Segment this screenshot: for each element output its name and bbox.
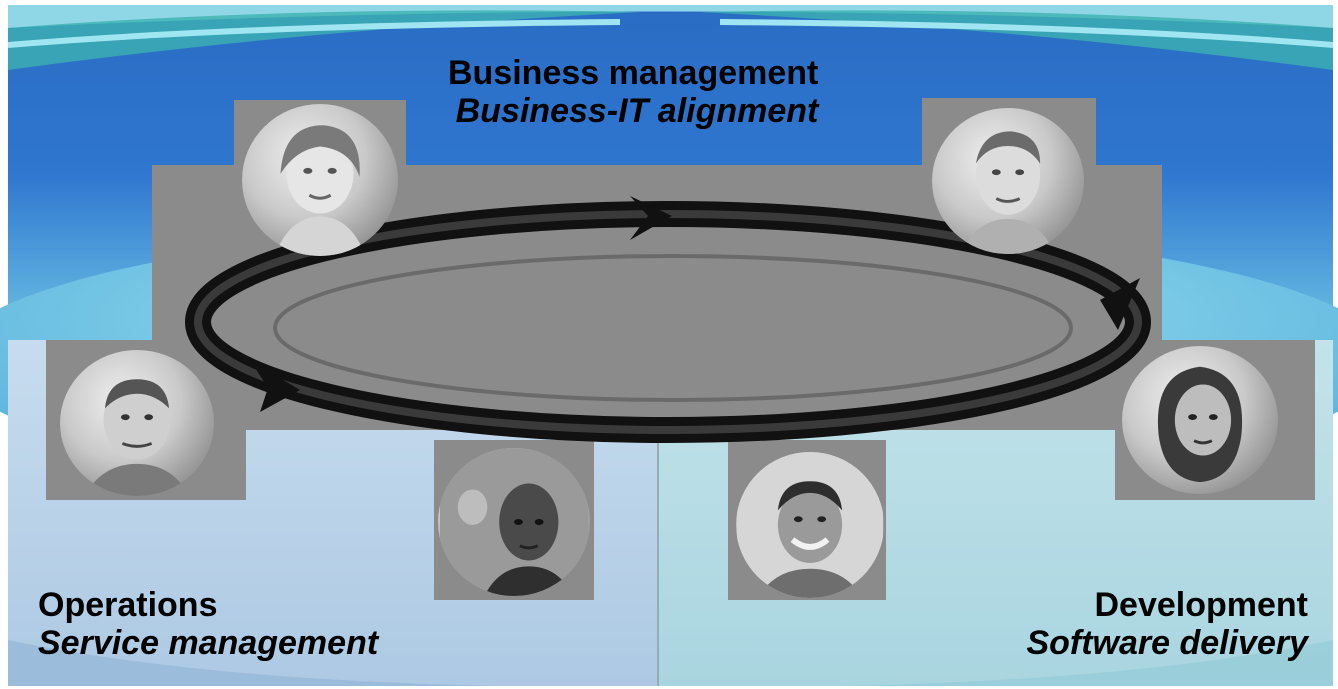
bottom-left-swoosh	[8, 640, 500, 686]
bottom-right-swoosh	[840, 640, 1333, 686]
development-label: Development Software delivery	[1026, 586, 1308, 662]
left-arrowhead-icon	[250, 360, 300, 412]
business-management-label: Business management Business-IT alignmen…	[448, 54, 818, 130]
left-light-streak	[7, 19, 621, 48]
man-portrait-icon	[84, 379, 190, 496]
operations-man-photo	[60, 350, 214, 496]
right-teal-stripe	[700, 10, 1333, 70]
business-management-title: Business management	[448, 54, 819, 92]
development-woman-photo	[1122, 346, 1278, 494]
man-portrait-icon	[737, 452, 883, 598]
man-portrait-icon	[961, 131, 1055, 254]
development-colleague-photo	[736, 452, 884, 598]
development-title: Development	[1094, 586, 1309, 624]
right-arrowhead-icon	[1100, 278, 1140, 330]
woman-portrait-icon	[274, 125, 366, 256]
cycle-arrow-icon	[185, 196, 1151, 443]
top-arrowhead-icon	[630, 196, 672, 240]
operations-label: Operations Service management	[38, 586, 378, 662]
businessman-photo	[932, 108, 1084, 254]
businesswoman-photo	[242, 104, 398, 256]
service-management-subtitle: Service management	[38, 624, 379, 662]
man-portrait-icon	[440, 448, 588, 596]
woman-portrait-icon	[1157, 366, 1243, 483]
operations-colleague-photo	[438, 448, 590, 596]
top-light-band	[8, 5, 1333, 28]
business-it-alignment-subtitle: Business-IT alignment	[455, 92, 819, 130]
software-delivery-subtitle: Software delivery	[1026, 624, 1308, 662]
left-teal-stripe	[8, 10, 640, 70]
right-light-streak	[719, 19, 1334, 48]
operations-title: Operations	[38, 586, 218, 624]
